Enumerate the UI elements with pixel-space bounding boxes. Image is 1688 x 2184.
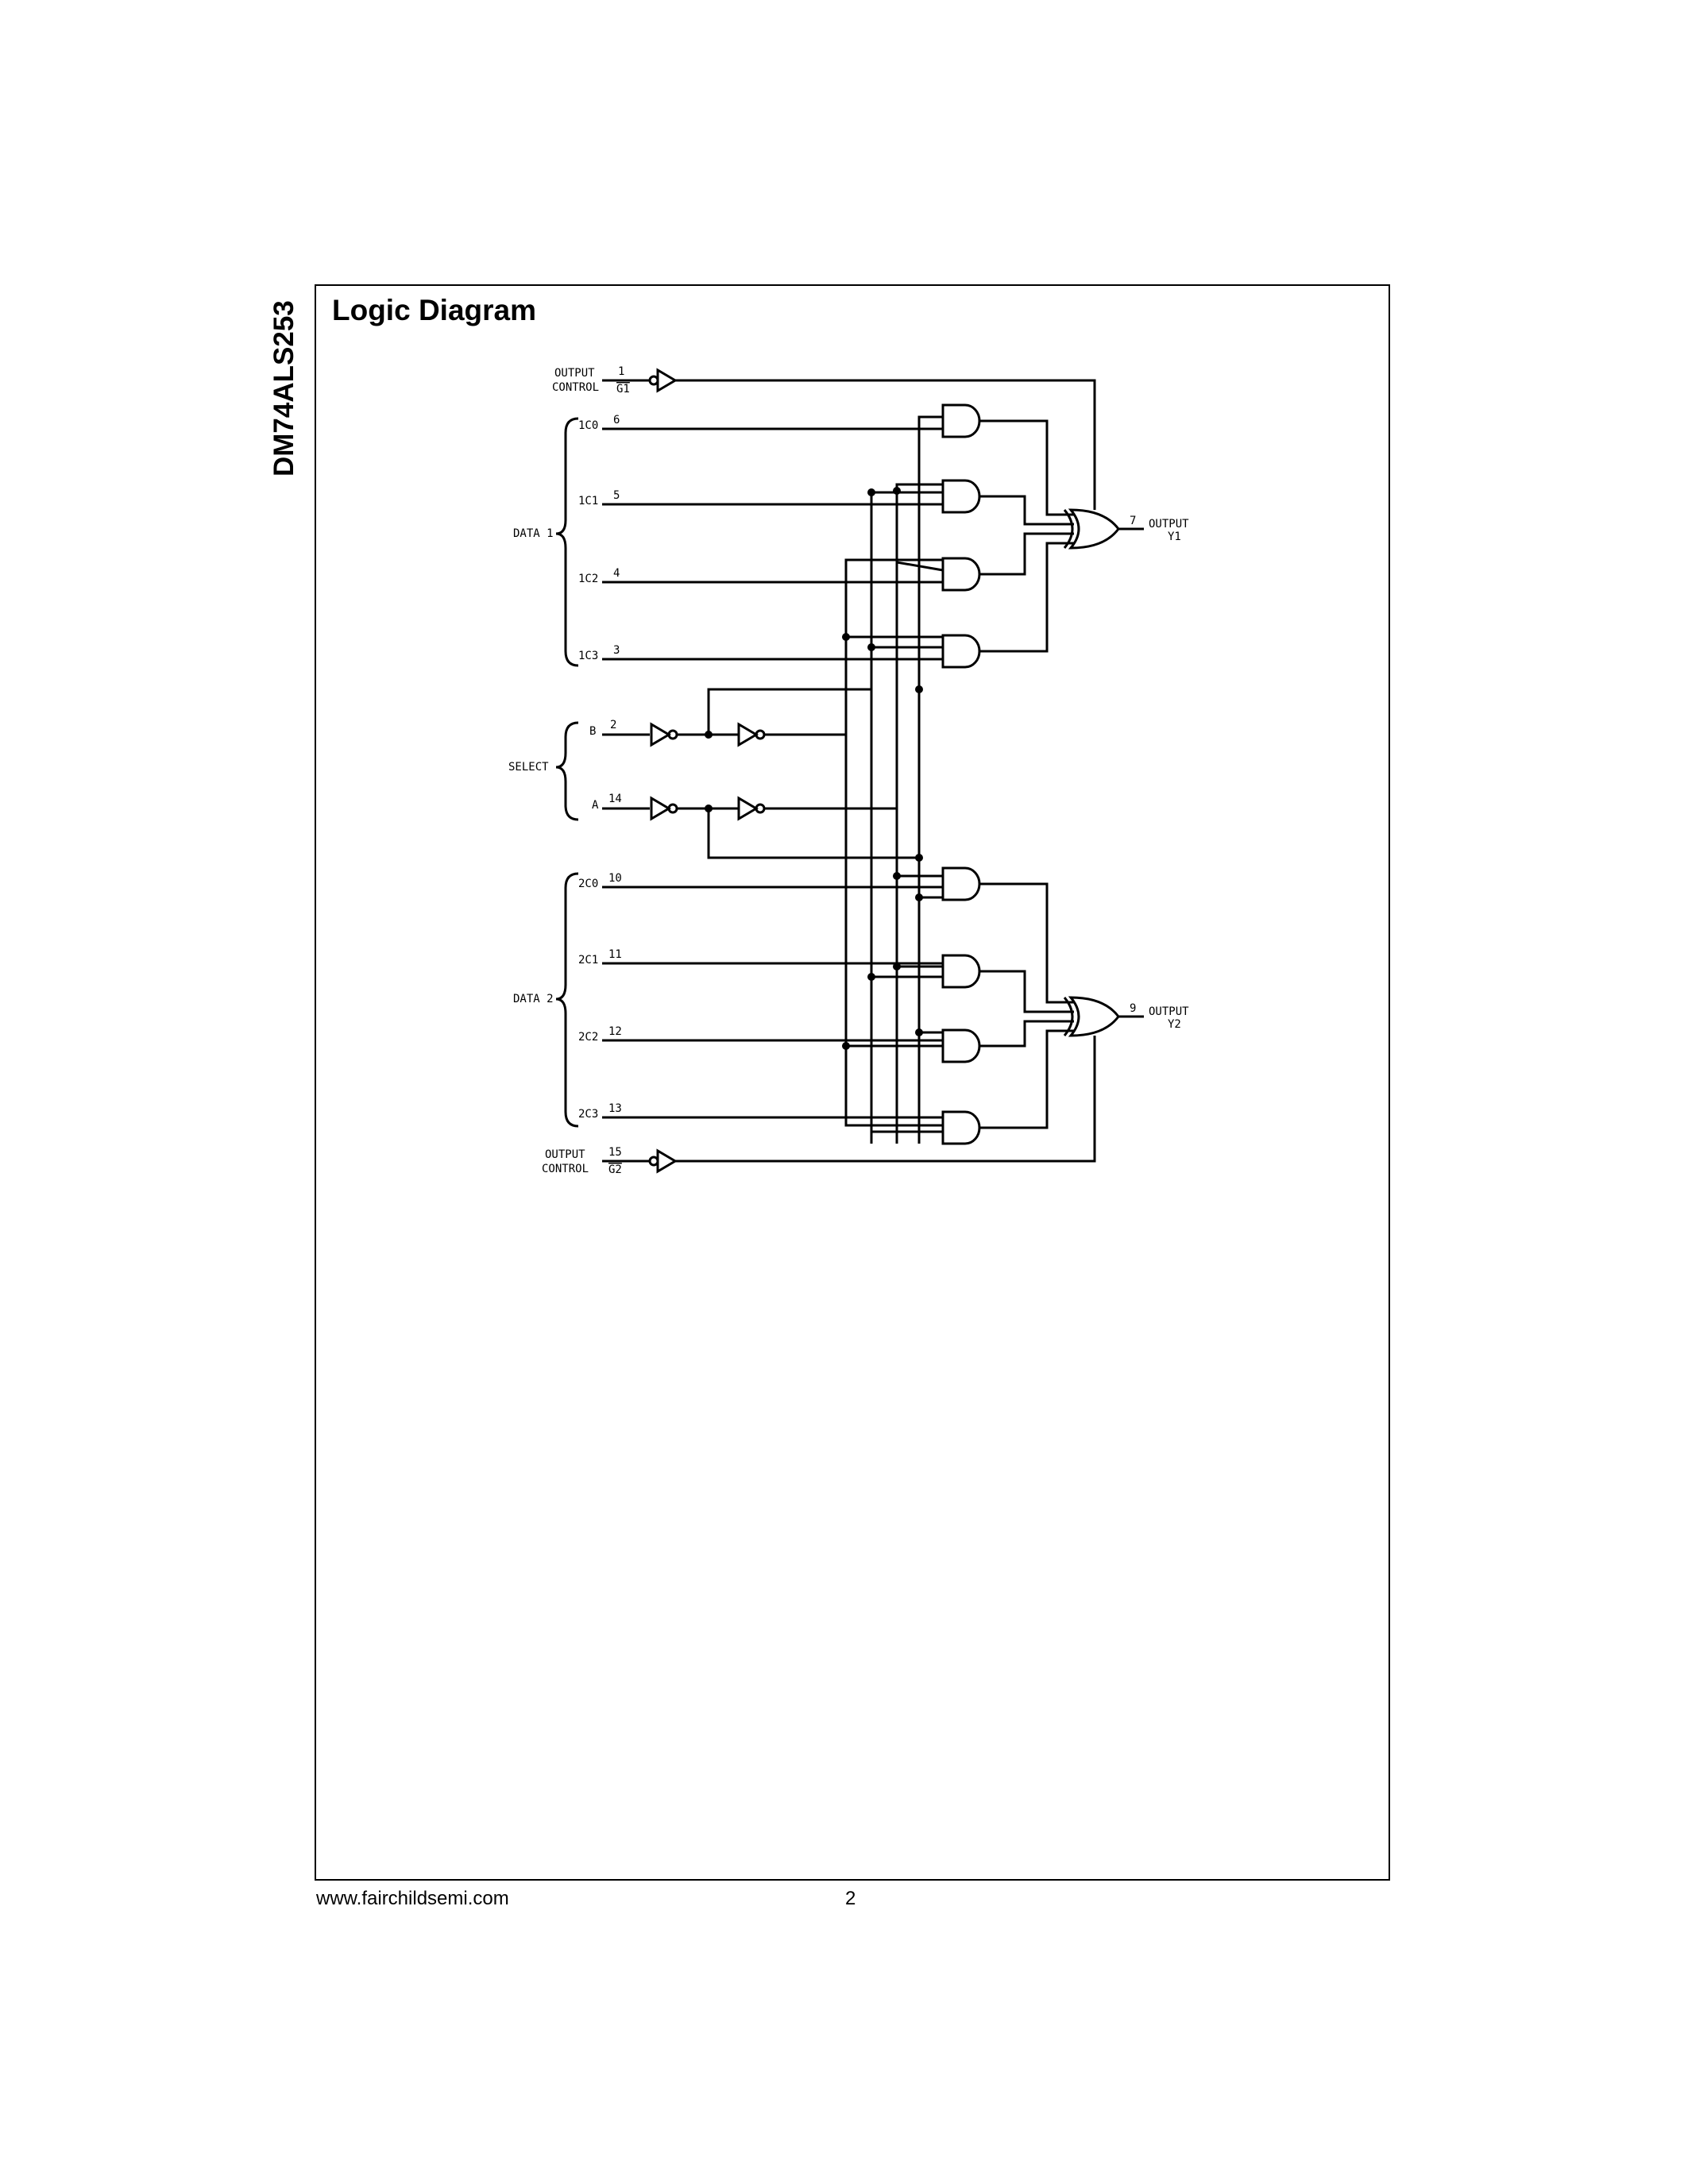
section-title: Logic Diagram (332, 294, 536, 326)
data1-label: DATA 1 (513, 527, 554, 540)
page-number: 2 (845, 1888, 856, 1909)
g2-name: G2 (608, 1163, 622, 1176)
g2-label-control: CONTROL (542, 1163, 589, 1175)
select-b-pin: 2 (610, 719, 616, 731)
and-gate-1-1 (941, 479, 981, 514)
g2-enable-line (675, 1036, 1096, 1163)
2c3-label: 2C3 (578, 1108, 598, 1121)
and-gate-1-0 (941, 403, 981, 438)
or-gate-y1 (1068, 508, 1120, 550)
select-b-label: B (589, 725, 596, 738)
and-gate-1-2 (941, 557, 981, 592)
g1-label-control: CONTROL (552, 381, 599, 394)
y1-output-label: OUTPUT (1149, 518, 1189, 531)
select-b-inverter-icon (650, 722, 671, 747)
2c1-pin: 11 (608, 948, 622, 961)
g1-buffer-icon (656, 368, 678, 393)
1c2-label: 1C2 (578, 573, 598, 585)
data1-brace (555, 417, 579, 667)
1c0-pin: 6 (613, 414, 620, 426)
1c1-pin: 5 (613, 489, 620, 502)
and-gate-2-0 (941, 866, 981, 901)
1c1-label: 1C1 (578, 495, 598, 507)
2c2-pin: 12 (608, 1025, 622, 1038)
1c0-label: 1C0 (578, 419, 598, 432)
content-frame (315, 284, 1390, 1881)
select-a-buffer-icon (737, 796, 759, 821)
and-gate-1-3 (941, 634, 981, 669)
g2-pin: 15 (608, 1146, 622, 1159)
and-gate-2-1 (941, 954, 981, 989)
2c1-label: 2C1 (578, 954, 598, 967)
y1-name: Y1 (1168, 531, 1181, 543)
g2-buffer-icon (656, 1148, 678, 1174)
1c2-pin: 4 (613, 567, 620, 580)
select-b-buffer-icon (737, 722, 759, 747)
select-brace (555, 721, 579, 821)
select-a-inverter-icon (650, 796, 671, 821)
g1-enable-line (675, 379, 1096, 510)
g1-label-output: OUTPUT (554, 367, 595, 380)
y2-output-label: OUTPUT (1149, 1005, 1189, 1018)
data2-label: DATA 2 (513, 993, 554, 1005)
2c0-pin: 10 (608, 872, 622, 885)
and-gate-2-3 (941, 1110, 981, 1145)
footer-url[interactable]: www.fairchildsemi.com (316, 1888, 509, 1909)
2c3-pin: 13 (608, 1102, 622, 1115)
y2-name: Y2 (1168, 1018, 1181, 1031)
select-label: SELECT (508, 761, 549, 774)
g1-pin: 1 (618, 365, 624, 378)
1c3-label: 1C3 (578, 650, 598, 662)
g1-name: G1 (616, 383, 630, 396)
data2-brace (555, 872, 579, 1128)
2c2-label: 2C2 (578, 1031, 598, 1044)
2c0-label: 2C0 (578, 878, 598, 890)
y2-pin: 9 (1130, 1002, 1136, 1015)
and-gate-2-2 (941, 1028, 981, 1063)
g2-label-output: OUTPUT (545, 1148, 585, 1161)
or-gate-y2 (1068, 996, 1120, 1037)
select-a-pin: 14 (608, 793, 622, 805)
select-a-label: A (592, 799, 599, 812)
y1-pin: 7 (1130, 515, 1136, 527)
1c3-pin: 3 (613, 644, 620, 657)
